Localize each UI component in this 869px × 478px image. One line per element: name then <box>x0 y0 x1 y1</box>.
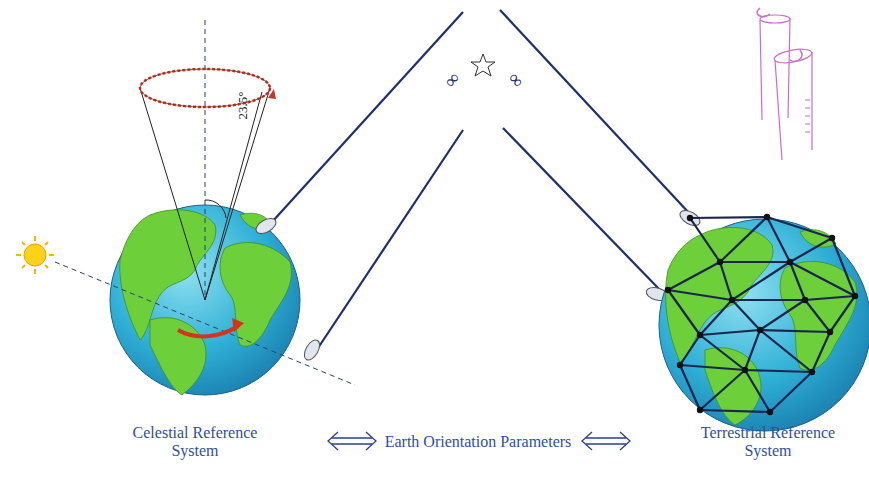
telescope-dishes <box>253 207 702 362</box>
network-link <box>760 330 830 332</box>
network-link <box>805 300 830 332</box>
network-link <box>790 262 805 300</box>
radio-beams <box>272 10 690 348</box>
network-link <box>760 330 812 372</box>
network-link <box>700 410 770 412</box>
network-link <box>720 261 790 263</box>
network-link <box>732 300 760 330</box>
network-link <box>732 299 805 301</box>
network-link <box>760 300 805 330</box>
network-link <box>690 217 767 218</box>
network-link <box>745 370 770 412</box>
network-station <box>809 369 815 375</box>
network-link <box>832 238 855 296</box>
network-link <box>700 335 745 370</box>
network-link <box>690 218 720 262</box>
star-symbol <box>471 54 495 76</box>
network-link <box>767 217 790 262</box>
network-link <box>830 296 855 332</box>
network-link <box>668 290 700 335</box>
system-label: Terrestrial Reference System <box>693 424 843 461</box>
geodetic-network <box>665 214 858 415</box>
network-link <box>745 370 812 372</box>
network-station <box>764 214 770 220</box>
network-station <box>729 297 735 303</box>
network-station <box>852 293 858 299</box>
system-label: Celestial Reference System <box>120 424 270 461</box>
network-station <box>697 407 703 413</box>
network-station <box>677 362 683 368</box>
network-station <box>827 329 833 335</box>
precession-cone <box>140 20 276 336</box>
network-link <box>700 300 732 335</box>
network-link <box>805 296 855 300</box>
network-link <box>700 370 745 410</box>
network-station <box>829 235 835 241</box>
network-station <box>802 297 808 303</box>
network-station <box>757 327 763 333</box>
network-link <box>668 290 732 300</box>
network-station <box>687 215 693 221</box>
network-link <box>790 262 855 296</box>
network-link <box>680 365 700 410</box>
infinity-symbol: ∞ <box>500 64 532 96</box>
network-link <box>770 372 812 412</box>
infinity-symbol: ∞ <box>436 64 468 96</box>
network-station <box>742 367 748 373</box>
network-station <box>665 287 671 293</box>
angle-label: 23.5° <box>236 80 251 130</box>
network-station <box>697 332 703 338</box>
network-station <box>767 409 773 415</box>
network-link <box>668 262 720 290</box>
network-link <box>680 335 700 365</box>
network-link <box>720 262 732 300</box>
system-label: Earth Orientation Parameters <box>383 433 573 451</box>
terrestrial-globe <box>659 219 869 431</box>
network-link <box>812 332 830 372</box>
superconducting-gravimeter <box>757 8 813 160</box>
ecliptic-line <box>55 262 355 385</box>
network-link <box>680 365 745 370</box>
network-link <box>700 330 760 335</box>
network-link <box>790 238 832 262</box>
network-link <box>732 262 790 300</box>
network-link <box>745 330 760 370</box>
network-station <box>717 259 723 265</box>
network-station <box>787 259 793 265</box>
network-link <box>720 217 767 262</box>
sun <box>16 236 54 274</box>
